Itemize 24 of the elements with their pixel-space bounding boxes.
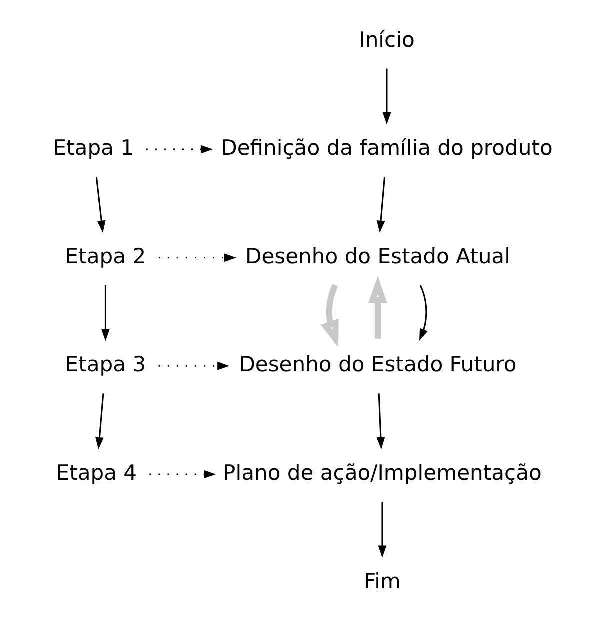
arrow [146, 145, 213, 154]
arrow [382, 68, 391, 125]
arrow [320, 284, 338, 348]
node-text: Etapa 3 [64, 352, 146, 377]
arrow [378, 502, 386, 558]
node-text: Definição da família do produto [220, 135, 552, 160]
arrow [376, 177, 385, 233]
node-text: Etapa 2 [64, 243, 146, 268]
arrow [95, 176, 106, 233]
arrow [95, 394, 104, 450]
node-text: Fim [364, 568, 400, 594]
node-text: Etapa 1 [52, 135, 134, 160]
node-text: Desenho do Estado Futuro [238, 352, 516, 377]
arrow [158, 254, 236, 262]
arrow [368, 276, 387, 339]
node-text: Desenho do Estado Atual [244, 243, 510, 268]
arrow [100, 285, 110, 342]
node-text: Etapa 4 [56, 460, 137, 486]
node-text: Início [358, 26, 414, 52]
arrow [158, 362, 230, 370]
arrow [149, 470, 216, 479]
arrow [419, 285, 428, 342]
arrow [376, 394, 385, 450]
node-text: Plano de ação/Implementação [222, 460, 542, 486]
